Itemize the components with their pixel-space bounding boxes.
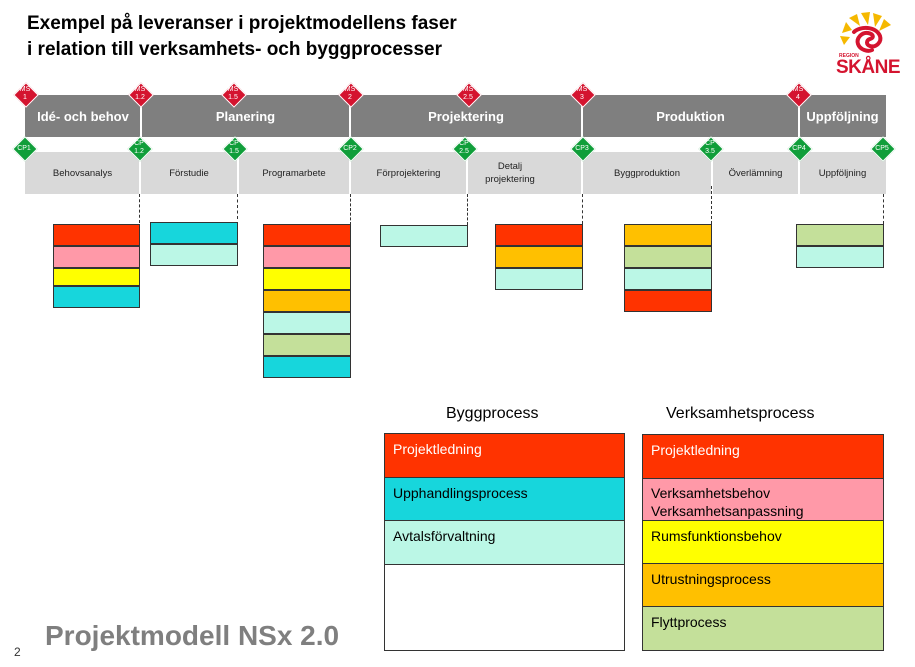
activity-divider	[349, 152, 351, 194]
region-skane-logo: REGION SKÅNE	[836, 12, 906, 78]
checkpoint-cp1: CP1	[17, 145, 31, 152]
deliverable-box	[263, 356, 351, 378]
logo-skane-text: SKÅNE	[836, 57, 901, 78]
activity-divider	[139, 152, 141, 194]
phase-divider	[581, 95, 583, 137]
deliverable-box	[624, 224, 712, 246]
activity-programarbete: Programarbete	[262, 167, 326, 179]
deliverables-forstudie	[150, 222, 238, 266]
deliverable-box	[53, 268, 140, 286]
deliverable-box	[495, 246, 583, 268]
activity-forstudie: Förstudie	[169, 167, 209, 179]
activity-bar	[25, 152, 886, 194]
activity-behovsanalys: Behovsanalys	[52, 167, 113, 179]
deliverable-box	[495, 268, 583, 290]
phase-divider	[798, 95, 800, 137]
checkpoint-cp3: CP3	[575, 145, 589, 152]
deliverable-box	[263, 246, 351, 268]
legend-heading-byggprocess: Byggprocess	[446, 405, 539, 422]
phase-uppfoljning: Uppföljning	[806, 108, 879, 124]
deliverable-box	[495, 224, 583, 246]
connector-line	[139, 194, 140, 223]
connector-line	[883, 194, 884, 224]
activity-uppfoljning: Uppföljning	[818, 167, 867, 179]
activity-divider	[711, 152, 713, 194]
legend-item-projektledning-verksamhet: Projektledning	[642, 434, 884, 479]
legend-item-utrustningsprocess: Utrustningsprocess	[642, 563, 884, 607]
deliverable-box	[624, 268, 712, 290]
connector-line	[350, 194, 351, 225]
legend-item-upphandlingsprocess: Upphandlingsprocess	[385, 478, 624, 521]
connector-line	[467, 194, 468, 225]
deliverables-byggproduktion	[624, 224, 712, 312]
legend-item-projektledning: Projektledning	[385, 434, 624, 478]
footer-title: Projektmodell NSx 2.0	[45, 620, 340, 651]
connector-line	[237, 194, 238, 219]
phase-divider	[140, 95, 142, 137]
deliverables-detaljprojektering	[495, 224, 583, 290]
activity-divider	[581, 152, 583, 194]
deliverable-box	[150, 222, 238, 244]
deliverable-box	[624, 246, 712, 268]
legend-item-verksamhetsbehov: Verksamhetsbehov Verksamhetsanpassning	[642, 478, 884, 521]
activity-detalj-projektering: Detalj projektering	[485, 161, 535, 185]
phase-projektering: Projektering	[428, 108, 504, 124]
page-number: 2	[14, 645, 21, 659]
deliverable-box	[53, 286, 140, 308]
deliverable-box	[53, 224, 140, 246]
deliverable-box	[380, 225, 468, 247]
deliverable-box	[150, 244, 238, 266]
connector-line	[582, 194, 583, 224]
slide-title: Exempel på leveranser i projektmodellens…	[27, 11, 457, 63]
deliverables-programarbete	[263, 224, 351, 378]
legend-heading-verksamhetsprocess: Verksamhetsprocess	[666, 405, 815, 422]
deliverable-box	[263, 290, 351, 312]
activity-divider	[798, 152, 800, 194]
legend-byggprocess: Projektledning Upphandlingsprocess Avtal…	[384, 433, 625, 651]
connector-line	[711, 186, 712, 224]
phase-divider	[349, 95, 351, 137]
activity-byggproduktion: Byggproduktion	[613, 167, 681, 179]
deliverable-box	[263, 224, 351, 246]
sun-griffin-icon	[840, 12, 891, 53]
activity-overlamning: Överlämning	[728, 167, 783, 179]
deliverables-behovsanalys	[53, 224, 140, 308]
deliverable-box	[796, 246, 884, 268]
phase-ide-och-behov: Idé- och behov	[37, 108, 129, 124]
title-line-2: i relation till verksamhets- och byggpro…	[27, 39, 442, 60]
checkpoint-cp4: CP4	[792, 145, 806, 152]
checkpoint-cp5: CP5	[875, 145, 889, 152]
deliverable-box	[53, 246, 140, 268]
activity-divider	[237, 152, 239, 194]
phase-produktion: Produktion	[656, 108, 725, 124]
deliverable-box	[624, 290, 712, 312]
legend-item-flyttprocess: Flyttprocess	[642, 606, 884, 651]
legend-item-rumsfunktionsbehov: Rumsfunktionsbehov	[642, 520, 884, 564]
phase-planering: Planering	[215, 108, 276, 124]
deliverable-box	[263, 268, 351, 290]
deliverable-box	[263, 334, 351, 356]
legend-item-avtalsforvaltning: Avtalsförvaltning	[385, 521, 624, 565]
activity-forprojektering: Förprojektering	[376, 167, 441, 179]
deliverable-box	[263, 312, 351, 334]
activity-divider	[466, 152, 468, 194]
title-line-1: Exempel på leveranser i projektmodellens…	[27, 13, 457, 34]
deliverable-box	[796, 224, 884, 246]
deliverables-uppfoljning	[796, 224, 884, 268]
checkpoint-cp2: CP2	[343, 145, 357, 152]
phase-bar	[25, 95, 886, 137]
logo-region-text: REGION	[839, 53, 859, 59]
deliverables-forprojektering	[380, 225, 468, 247]
